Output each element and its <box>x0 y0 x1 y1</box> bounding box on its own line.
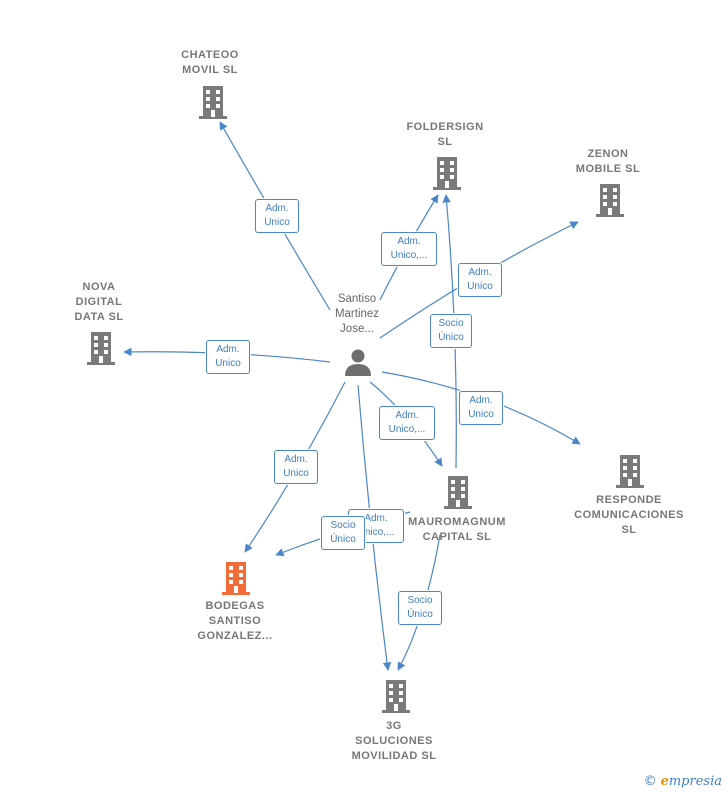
company-3g[interactable]: 3G SOLUCIONES MOVILIDAD SL <box>343 719 445 764</box>
edge-label-nova[interactable]: Adm. Unico <box>206 340 250 374</box>
company-label: MAUROMAGNUM CAPITAL SL <box>408 516 506 543</box>
company-label: ZENON MOBILE SL <box>575 148 641 175</box>
person-icon[interactable] <box>343 347 373 377</box>
building-icon <box>382 680 410 713</box>
building-icon <box>433 157 461 190</box>
company-label: RESPONDE COMUNICACIONES SL <box>574 494 684 536</box>
company-nova[interactable]: NOVA DIGITAL DATA SL <box>55 280 143 325</box>
edge-label-mauro-bodegas[interactable]: Socio Único <box>321 516 365 550</box>
company-label: BODEGAS SANTISO GONZALEZ... <box>197 600 273 642</box>
company-label: 3G SOLUCIONES MOVILIDAD SL <box>351 720 437 762</box>
edge-label-mauro-foldersign[interactable]: Socio Único <box>430 314 472 348</box>
building-icon <box>444 476 472 509</box>
building-icon <box>616 455 644 488</box>
edge-label-bodegas[interactable]: Adm. Unico <box>274 450 318 484</box>
company-mauromagnum[interactable]: MAUROMAGNUM CAPITAL SL <box>403 515 511 545</box>
building-icon-highlight <box>222 562 250 595</box>
edge-label-chateoo[interactable]: Adm. Unico <box>255 199 299 233</box>
edge-label-foldersign[interactable]: Adm. Unico,... <box>381 232 437 266</box>
brand-logo: ©empresia <box>643 774 722 789</box>
company-chateoo[interactable]: CHATEOO MOVIL SL <box>160 48 260 78</box>
company-zenon[interactable]: ZENON MOBILE SL <box>558 147 658 177</box>
company-bodegas[interactable]: BODEGAS SANTISO GONZALEZ... <box>180 599 290 644</box>
edge-label-responde[interactable]: Adm. Unico <box>459 391 503 425</box>
company-responde[interactable]: RESPONDE COMUNICACIONES SL <box>568 493 690 538</box>
building-icon <box>199 86 227 119</box>
building-icon <box>87 332 115 365</box>
company-foldersign[interactable]: FOLDERSIGN SL <box>395 120 495 150</box>
edge-label-zenon[interactable]: Adm. Unico <box>458 263 502 297</box>
edge-label-mauro-3g[interactable]: Socio Único <box>398 591 442 625</box>
company-label: FOLDERSIGN SL <box>406 121 484 148</box>
person-label: Santiso Martinez Jose... <box>334 293 380 335</box>
building-icon <box>596 184 624 217</box>
company-label: NOVA DIGITAL DATA SL <box>74 281 124 323</box>
company-label: CHATEOO MOVIL SL <box>181 49 239 76</box>
edge-label-mauromagnum[interactable]: Adm. Unico,... <box>379 406 435 440</box>
